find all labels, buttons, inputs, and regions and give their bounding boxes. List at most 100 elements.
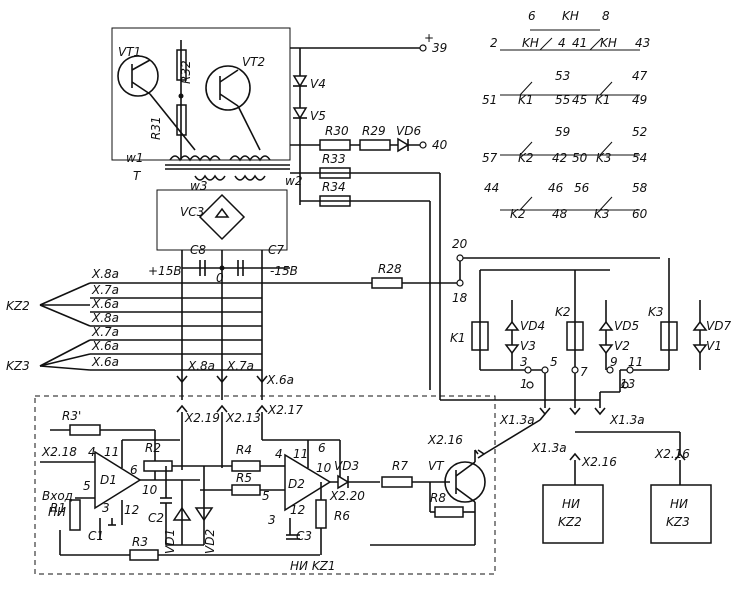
label-d2-p12: 12 xyxy=(290,503,305,517)
v4-diode xyxy=(292,75,308,88)
label-v4: V4 xyxy=(310,77,326,91)
label-c8: C8 xyxy=(190,243,206,257)
r30-resistor xyxy=(319,139,351,151)
label-vt2: VT2 xyxy=(242,55,265,69)
label-r7: R7 xyxy=(392,459,408,473)
w3-winding xyxy=(194,174,226,181)
label-x6a-3: X.6a xyxy=(91,355,119,369)
label-hi: НИ xyxy=(48,505,66,519)
label-x13a-1: X1.3a xyxy=(499,413,535,427)
label-x7a-2: X.7a xyxy=(91,325,119,339)
label-d1-p11: 11 xyxy=(104,445,119,459)
label-r32: R32 xyxy=(179,60,193,84)
label-c3: C3 xyxy=(296,529,312,543)
label-n54: 54 xyxy=(632,151,647,165)
kz3-fan xyxy=(39,339,91,367)
label-w2: w2 xyxy=(285,174,302,188)
label-r6: R6 xyxy=(334,509,350,523)
w2-winding xyxy=(234,174,266,181)
w1b-winding xyxy=(229,155,271,162)
label-vt: VT xyxy=(428,459,445,473)
vt1-emitter xyxy=(131,81,151,95)
terminal-5 xyxy=(541,366,549,374)
label-n51: 51 xyxy=(482,93,497,107)
label-k2a: K2 xyxy=(518,151,534,165)
label-n50: 50 xyxy=(572,151,588,165)
label-r31: R31 xyxy=(149,116,163,140)
label-d1-p6: 6 xyxy=(130,463,138,477)
label-input: Вход xyxy=(42,489,73,503)
label-n49: 49 xyxy=(632,93,647,107)
label-n59: 59 xyxy=(555,125,570,139)
label-n57: 57 xyxy=(482,151,498,165)
label-x216-1: X2.16 xyxy=(427,433,463,447)
label-x6a-drop: X.6a xyxy=(266,373,294,387)
label-x13a-2: X1.3a xyxy=(609,413,645,427)
label-vd5: VD5 xyxy=(614,319,639,333)
label-n3: 3 xyxy=(520,355,528,369)
r28-resistor xyxy=(371,277,403,289)
label-x6a-2: X.6a xyxy=(91,339,119,353)
vd6-diode xyxy=(397,137,410,153)
label-kz3-box: KZ3 xyxy=(666,515,690,529)
kz2-fan xyxy=(39,304,91,327)
vt1-transistor xyxy=(117,55,159,97)
label-vd3: VD3 xyxy=(334,459,359,473)
label-n18: 18 xyxy=(452,291,468,305)
w1-winding xyxy=(169,155,221,162)
labels: + 39 40 VT1 VT2 R32 R31 V4 V5 R30 R29 VD… xyxy=(6,9,731,573)
label-k1: K1 xyxy=(450,331,466,345)
terminal-39 xyxy=(419,44,427,52)
label-p15: +15B xyxy=(148,264,182,278)
label-kz3: KZ3 xyxy=(6,359,30,373)
label-n48: 48 xyxy=(552,207,568,221)
label-c2: C2 xyxy=(148,511,164,525)
terminal-3 xyxy=(524,366,532,374)
label-d1-p4: 4 xyxy=(88,445,96,459)
kz2-fan xyxy=(39,282,91,306)
vt2-transistor xyxy=(205,65,251,111)
vd5-diode xyxy=(598,320,614,331)
terminal-20 xyxy=(456,254,464,262)
r8-resistor xyxy=(434,506,464,518)
label-n60: 60 xyxy=(632,207,648,221)
label-k1b: K1 xyxy=(595,93,611,107)
kz3-fan xyxy=(39,365,91,371)
label-r8: R8 xyxy=(430,491,446,505)
label-k2b: K2 xyxy=(510,207,526,221)
label-vd1: VD1 xyxy=(163,529,177,554)
label-k3: K3 xyxy=(648,305,664,319)
label-t: T xyxy=(133,169,142,183)
label-x8a-2: X.8a xyxy=(91,311,119,325)
label-40: 40 xyxy=(432,138,448,152)
vt-emitter xyxy=(455,487,476,503)
r5-resistor xyxy=(231,484,261,496)
terminal-7 xyxy=(571,366,579,374)
label-kh-a: KH xyxy=(522,36,539,50)
label-n13: 13 xyxy=(620,377,635,391)
label-r29: R29 xyxy=(362,124,386,138)
kh-contacts xyxy=(500,29,640,211)
label-r5: R5 xyxy=(236,471,252,485)
label-n43: 43 xyxy=(635,36,650,50)
kz2-block xyxy=(542,484,604,544)
label-r30: R30 xyxy=(325,124,349,138)
label-d1: D1 xyxy=(100,473,117,487)
label-x220: X2.20 xyxy=(329,489,365,503)
label-d2-p11: 11 xyxy=(293,447,308,461)
label-n55: 55 xyxy=(555,93,570,107)
label-n7: 7 xyxy=(580,365,588,379)
label-k3a: K3 xyxy=(596,151,612,165)
label-n47: 47 xyxy=(632,69,648,83)
r3p-resistor xyxy=(69,424,101,436)
label-c7: C7 xyxy=(268,243,284,257)
label-w3: w3 xyxy=(190,179,207,193)
label-vd6: VD6 xyxy=(396,124,421,138)
connector-chevrons xyxy=(176,375,686,461)
label-x219: X2.19 xyxy=(184,411,220,425)
label-d2: D2 xyxy=(288,477,305,491)
label-n20: 20 xyxy=(452,237,468,251)
label-d1-p12: 12 xyxy=(124,503,139,517)
terminal-11 xyxy=(626,366,634,374)
